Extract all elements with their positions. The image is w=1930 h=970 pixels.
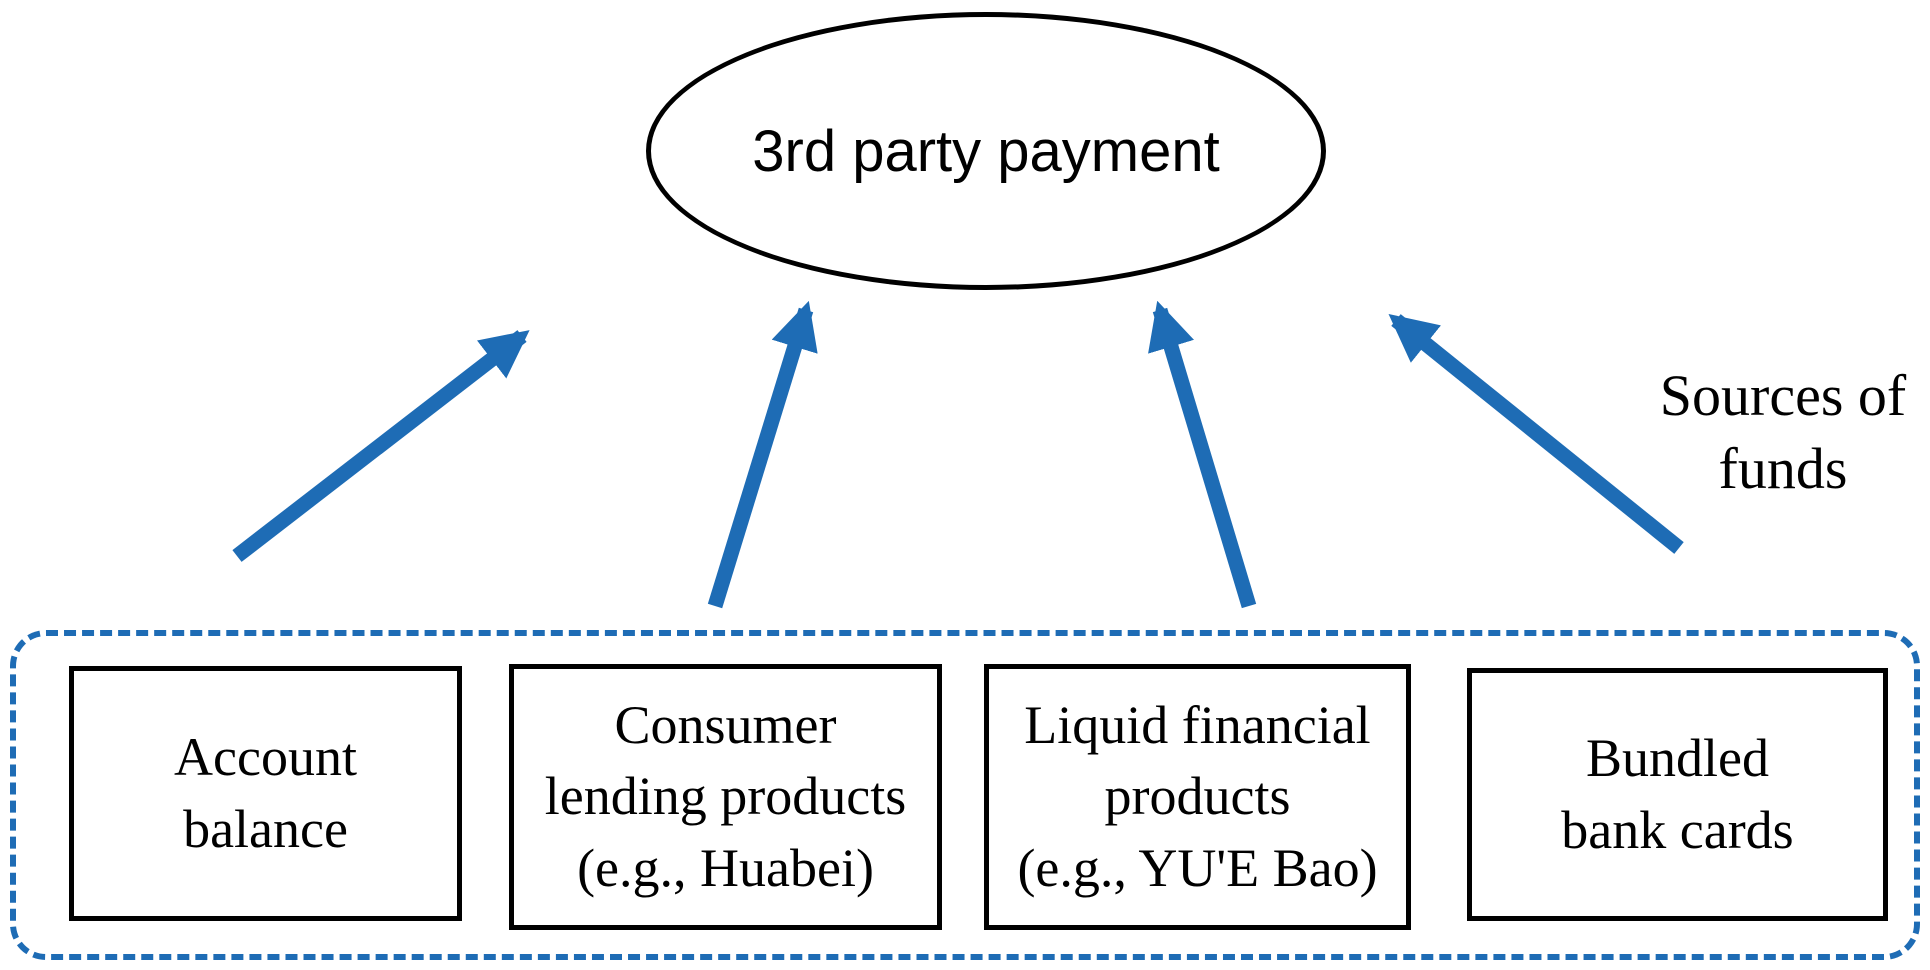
box-label-line: Consumer [614, 695, 837, 756]
arrow-account-balance-icon [232, 330, 530, 562]
box-label-line: (e.g., Huabei) [577, 837, 874, 898]
box-label-line: Bundled [1586, 728, 1769, 789]
sources-of-funds-group [10, 630, 1920, 960]
arrow-consumer-lending-icon [707, 300, 818, 609]
box-label-line: Liquid financial [1024, 695, 1371, 756]
box-consumer-lending-products: Consumer lending products (e.g., Huabei) [509, 664, 942, 930]
node-title: 3rd party payment [752, 118, 1220, 184]
box-label-line: (e.g., YU'E Bao) [1017, 837, 1378, 898]
third-party-payment-node: 3rd party payment [646, 12, 1326, 290]
box-label-line: products [1104, 766, 1291, 827]
box-bundled-bank-cards: Bundled bank cards [1467, 668, 1888, 921]
box-label-line: balance [183, 798, 348, 859]
box-label-line: lending products [544, 766, 907, 827]
box-liquid-financial-products: Liquid financial products (e.g., YU'E Ba… [984, 664, 1411, 930]
box-account-balance: Account balance [69, 666, 462, 921]
sources-of-funds-label: Sources of funds [1659, 363, 1907, 501]
arrow-liquid-financial-icon [1148, 300, 1257, 609]
box-label-line: Account [174, 727, 357, 788]
box-label-line: bank cards [1561, 799, 1794, 860]
